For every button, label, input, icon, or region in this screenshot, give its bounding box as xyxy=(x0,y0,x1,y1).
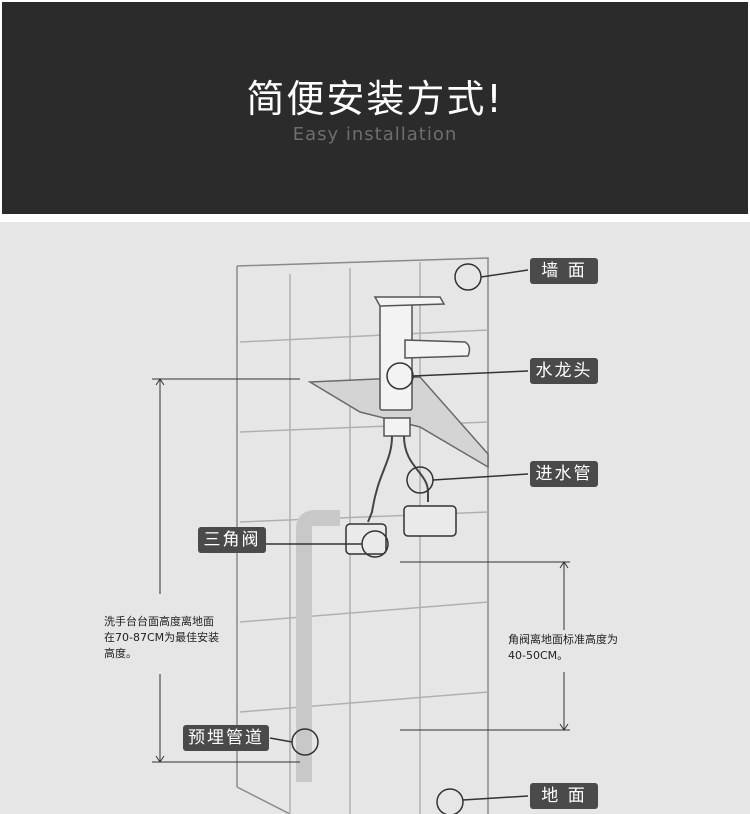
label-embedded-pipe: 预埋管道 xyxy=(183,725,269,751)
header-banner: 简便安装方式! Easy installation xyxy=(2,2,748,214)
installation-diagram xyxy=(152,257,570,814)
label-angle-valve: 三角阀 xyxy=(198,527,266,553)
page-title: 简便安装方式! xyxy=(246,77,504,121)
wall-top-edge xyxy=(236,257,489,814)
label-faucet: 水龙头 xyxy=(530,358,598,384)
page-subtitle: Easy installation xyxy=(292,124,458,145)
label-inlet-pipe: 进水管 xyxy=(530,461,598,487)
hose-drawing xyxy=(367,435,429,523)
wall-marker xyxy=(454,263,482,291)
note-valve-height: 角阀离地面标准高度为 40-50CM。 xyxy=(508,633,618,662)
floor-marker xyxy=(436,788,464,814)
leader-lines xyxy=(266,263,529,814)
embedded-pipe-drawing xyxy=(296,510,340,782)
dimension-lines xyxy=(152,378,570,763)
label-wall: 墙 面 xyxy=(530,258,598,284)
installation-diagram-panel: 墙 面 水龙头 进水管 三角阀 预埋管道 地 面 洗手台台面高度离地面 在70-… xyxy=(0,222,750,814)
label-floor: 地 面 xyxy=(530,783,598,809)
note-basin-height: 洗手台台面高度离地面 在70-87CM为最佳安装 高度。 xyxy=(104,615,220,660)
basin-counter-drawing xyxy=(307,376,489,469)
